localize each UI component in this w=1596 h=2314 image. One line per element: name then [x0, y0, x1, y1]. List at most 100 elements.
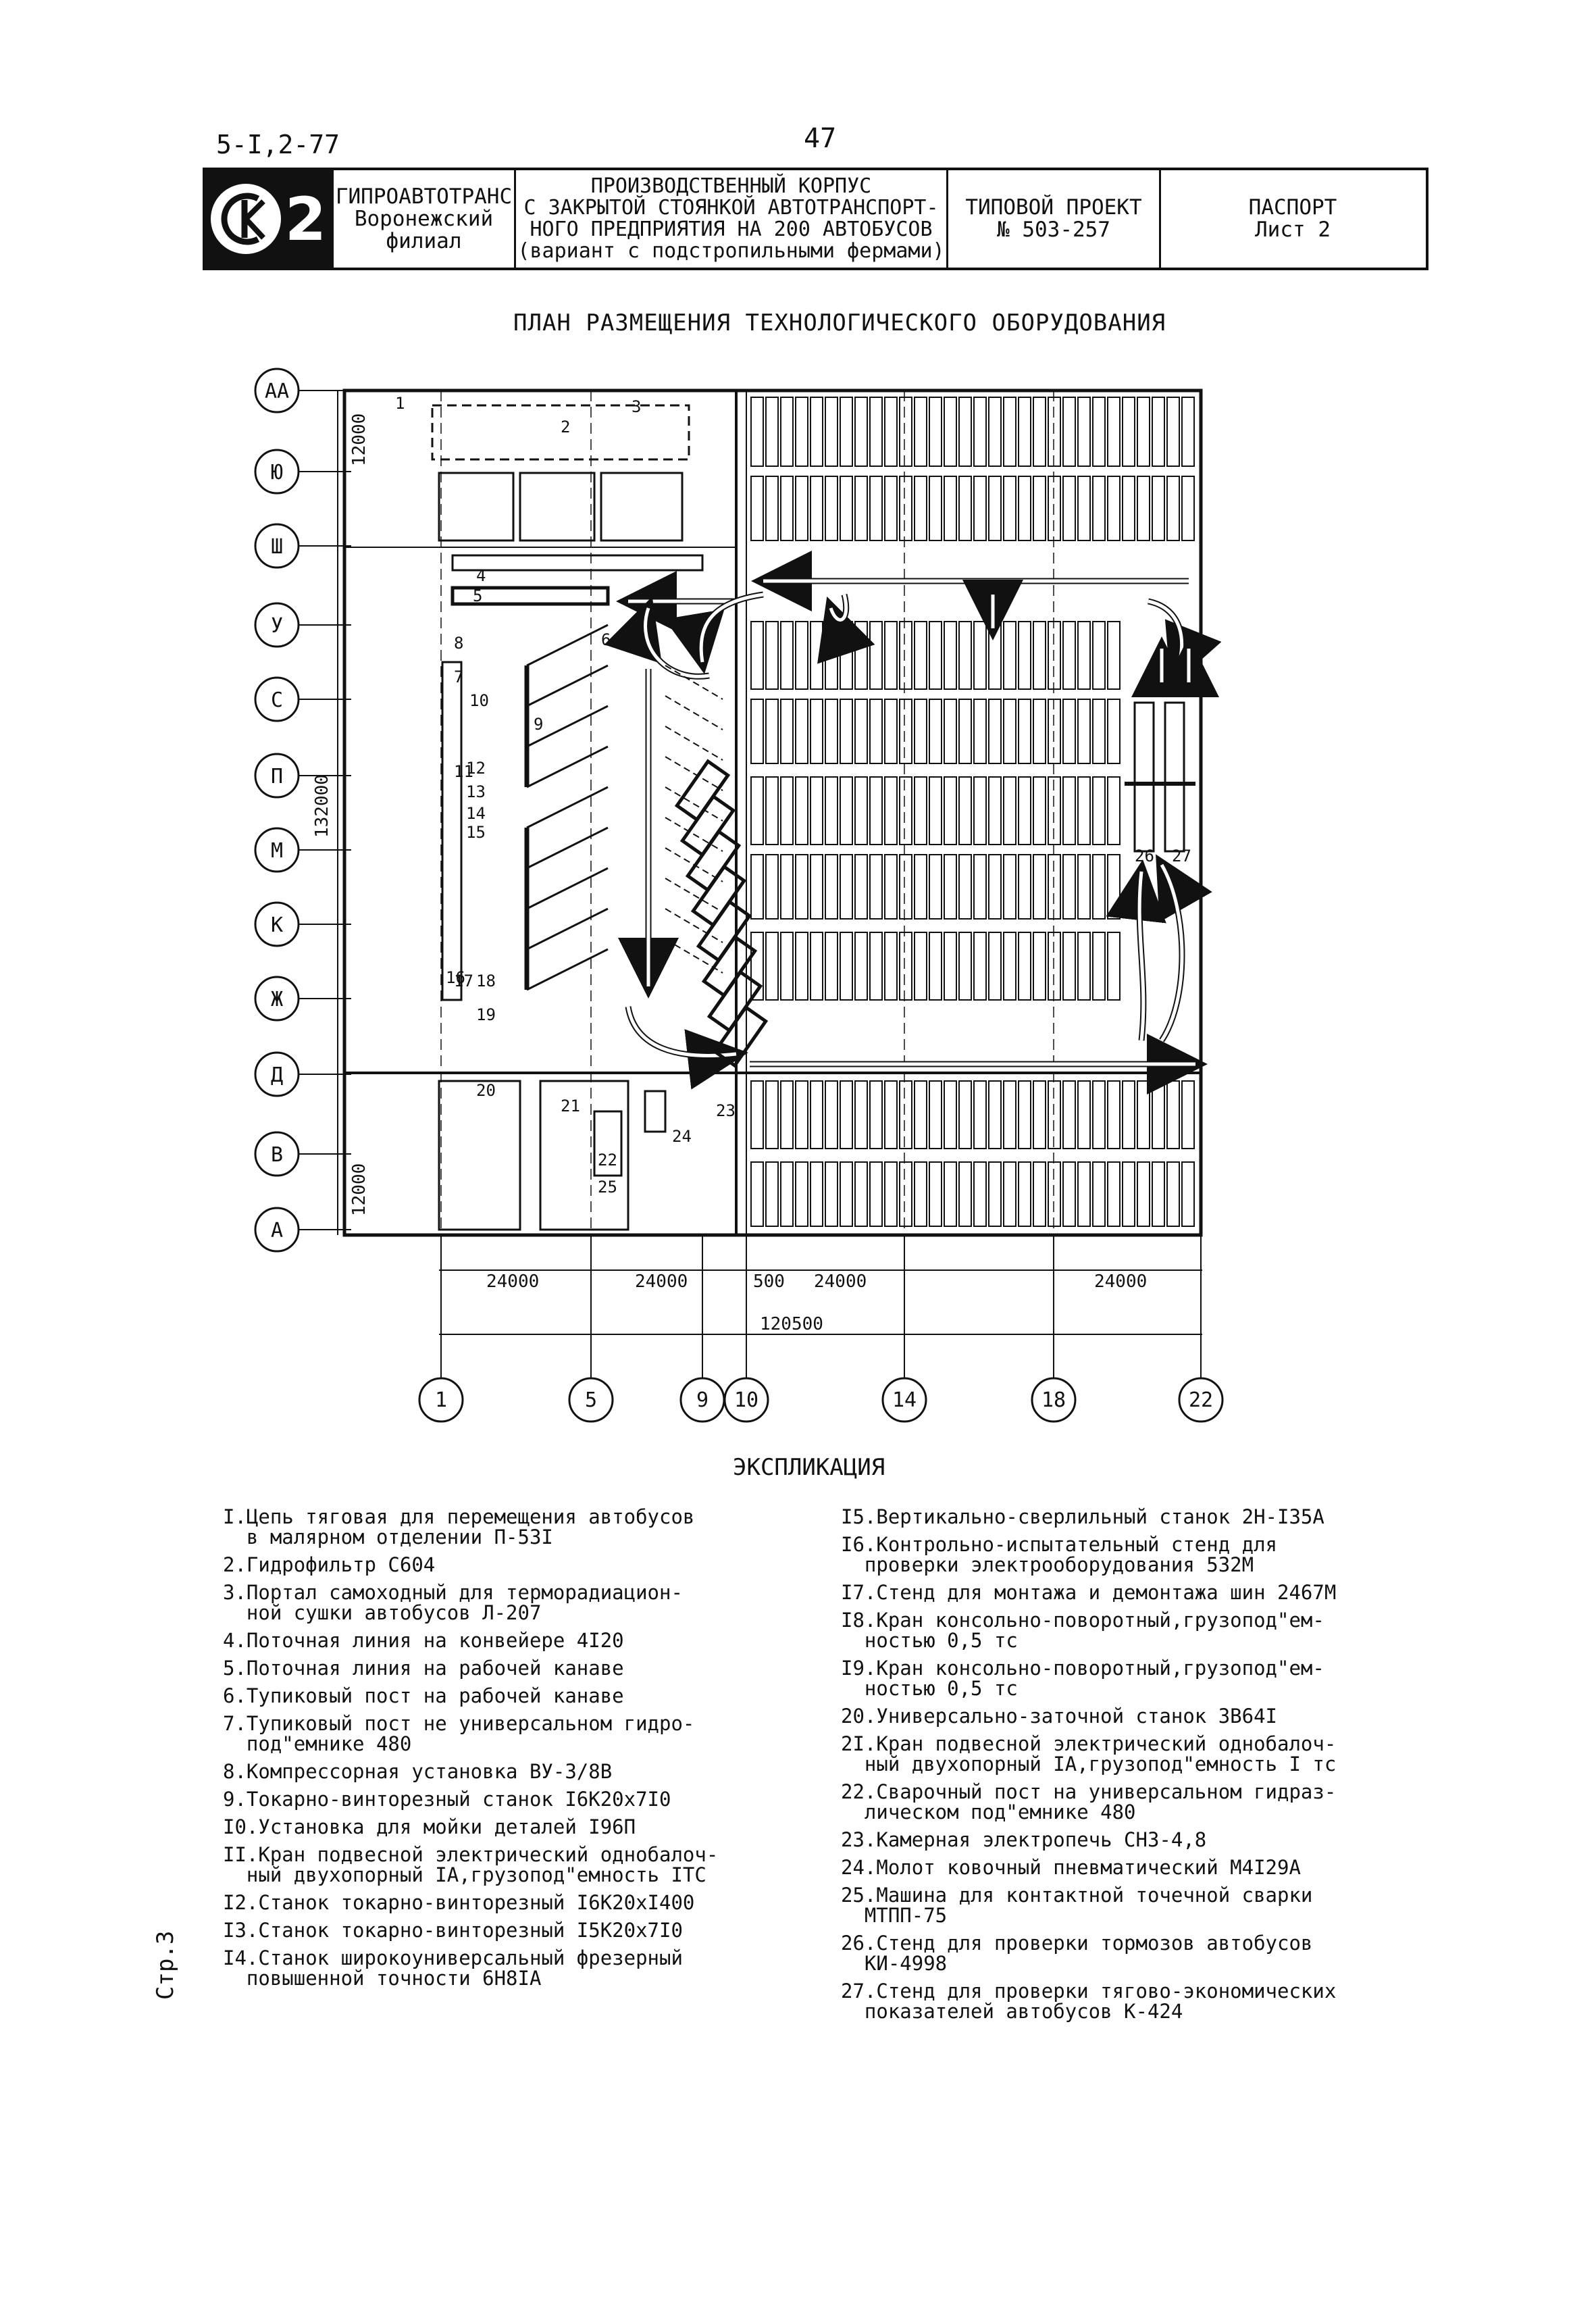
row-axis-label: П [271, 765, 283, 788]
explication-item: I8.Кран консольно-поворотный,грузопод"ем… [841, 1609, 1324, 1652]
project-number: № 503-257 [997, 218, 1110, 242]
equipment-label: 15 [466, 823, 486, 842]
row-axis-marker: Ю [254, 449, 351, 495]
logo-cell: 2 [205, 170, 334, 268]
explication-item: I3.Станок токарно-винторезный I5К20х7I0 [223, 1919, 683, 1942]
explication-item: I6.Контрольно-испытательный стенд для пр… [841, 1533, 1278, 1576]
document-code: 5-I,2-77 [216, 130, 340, 159]
column-axis-label: 10 [734, 1388, 758, 1412]
column-axis-marker: 9 [679, 1236, 725, 1423]
passport-label: ПАСПОРТ [1248, 195, 1337, 220]
column-axis-label: 18 [1041, 1388, 1066, 1412]
equipment-label: 7 [454, 668, 463, 686]
equipment-label: 21 [561, 1097, 580, 1115]
equipment-label: 9 [534, 715, 543, 734]
explication-item: 4.Поточная линия на конвейере 4I20 [223, 1629, 624, 1652]
title-line-1: ПРОИЗВОДСТВЕННЫЙ КОРПУС [590, 174, 872, 198]
equipment-label: 13 [466, 782, 486, 801]
row-axis-label: Ж [271, 988, 283, 1011]
explication-item: 24.Молот ковочный пневматический М4I29А [841, 1856, 1301, 1879]
dimension-left-top: 12000 [349, 413, 369, 466]
equipment-label: 24 [672, 1127, 692, 1146]
equipment-label: 19 [476, 1005, 496, 1024]
column-axis-marker: 10 [723, 1236, 769, 1423]
explication-item: 8.Компрессорная установка ВУ-3/8В [223, 1760, 613, 1783]
explication-item: 2I.Кран подвесной электрический однобало… [841, 1732, 1337, 1776]
equipment-label: 17 [454, 972, 473, 990]
explication-item: I0.Установка для мойки деталей I96П [223, 1815, 636, 1838]
sheet-number: Лист 2 [1255, 218, 1331, 242]
equipment-label: 26 [1135, 847, 1154, 865]
dimension-bottom-span: 24000 [635, 1272, 688, 1292]
column-axis-label: 1 [435, 1388, 447, 1412]
explication-item: 2.Гидрофильтр С604 [223, 1553, 436, 1576]
equipment-label: 10 [469, 691, 489, 710]
equipment-label: 2 [561, 418, 570, 436]
equipment-label: 4 [476, 566, 486, 585]
equipment-label: 3 [632, 397, 641, 416]
column-axis-label: 5 [585, 1388, 597, 1412]
logo-emblem-icon [210, 184, 281, 254]
plan-title: ПЛАН РАЗМЕЩЕНИЯ ТЕХНОЛОГИЧЕСКОГО ОБОРУДО… [513, 309, 1166, 336]
equipment-label: 8 [454, 634, 463, 653]
dimension-bottom-span: 24000 [486, 1272, 539, 1292]
explication-item: I7.Стенд для монтажа и демонтажа шин 246… [841, 1581, 1337, 1604]
dimension-bottom-span: 24000 [1094, 1272, 1147, 1292]
title-line-2: С ЗАКРЫТОЙ СТОЯНКОЙ АВТОТРАНСПОРТ- [523, 196, 939, 220]
row-axis-label: У [271, 614, 283, 638]
equipment-label: 18 [476, 972, 496, 990]
explication-item: 5.Поточная линия на рабочей канаве [223, 1657, 624, 1680]
explication-item: 25.Машина для контактной точечной сварки… [841, 1884, 1313, 1927]
row-axis-marker: К [254, 901, 351, 947]
column-axis-marker: 14 [881, 1236, 927, 1423]
organization-name: ГИПРОАВТОТРАНС [335, 184, 513, 209]
explication-item: 9.Токарно-винторезный станок I6К20х7I0 [223, 1788, 671, 1811]
explication-item: 22.Сварочный пост на универсальном гидра… [841, 1780, 1337, 1823]
title-line-4: (вариант с подстропильными фермами) [517, 239, 945, 263]
equipment-label: 23 [716, 1101, 736, 1120]
row-axis-label: В [271, 1143, 283, 1167]
explication-item: 26.Стенд для проверки тормозов автобусов… [841, 1932, 1313, 1975]
dimension-overall: 120500 [760, 1314, 823, 1334]
title-block: 2 ГИПРОАВТОТРАНС Воронежский филиал ПРОИ… [203, 168, 1428, 270]
page-number: 47 [804, 123, 837, 154]
page-stamp: Стр.3 [152, 1930, 179, 2000]
row-axis-marker: С [254, 676, 351, 722]
equipment-label: 1 [395, 394, 405, 413]
dimension-bottom-span: 500 [753, 1272, 785, 1292]
organization-branch: Воронежский филиал [354, 206, 494, 253]
row-axis-marker: У [254, 602, 351, 648]
equipment-label: 25 [598, 1178, 617, 1197]
equipment-label: 22 [598, 1151, 617, 1169]
dimension-left-middle: 132000 [312, 774, 332, 838]
column-axis-marker: 18 [1031, 1236, 1077, 1423]
column-axis-label: 9 [696, 1388, 709, 1412]
organization-cell: ГИПРОАВТОТРАНС Воронежский филиал [334, 170, 516, 268]
passport-cell: ПАСПОРТ Лист 2 [1161, 170, 1424, 268]
dimension-left-bottom: 12000 [349, 1163, 369, 1216]
row-axis-label: К [271, 913, 283, 937]
row-axis-marker: Ж [254, 976, 351, 1022]
equipment-label: 20 [476, 1081, 496, 1100]
explication-item: I2.Станок токарно-винторезный I6К20хI400 [223, 1891, 695, 1914]
row-axis-label: Ю [271, 461, 283, 484]
equipment-label: 14 [466, 804, 486, 823]
row-axis-label: АА [265, 380, 289, 403]
explication-item: 27.Стенд для проверки тягово-экономическ… [841, 1980, 1337, 2023]
row-axis-marker: П [254, 753, 351, 799]
row-axis-label: С [271, 688, 283, 712]
column-axis-label: 22 [1189, 1388, 1213, 1412]
row-axis-label: А [271, 1219, 283, 1242]
document-title-cell: ПРОИЗВОДСТВЕННЫЙ КОРПУС С ЗАКРЫТОЙ СТОЯН… [516, 170, 948, 268]
column-axis-marker: 1 [418, 1236, 464, 1423]
row-axis-label: Ш [271, 535, 283, 559]
row-axis-marker: Д [254, 1051, 351, 1097]
explication-item: I.Цепь тяговая для перемещения автобусов… [223, 1505, 695, 1549]
row-axis-marker: В [254, 1131, 351, 1177]
explication-right-column: I5.Вертикально-сверлильный станок 2Н-I35… [841, 1507, 1435, 2029]
row-axis-marker: М [254, 827, 351, 873]
project-cell: ТИПОВОЙ ПРОЕКТ № 503-257 [948, 170, 1161, 268]
explication-item: I4.Станок широкоуниверсальный фрезерный … [223, 1946, 683, 1990]
title-line-3: НОГО ПРЕДПРИЯТИЯ НА 200 АВТОБУСОВ [530, 218, 933, 241]
row-axis-marker: Ш [254, 523, 351, 569]
